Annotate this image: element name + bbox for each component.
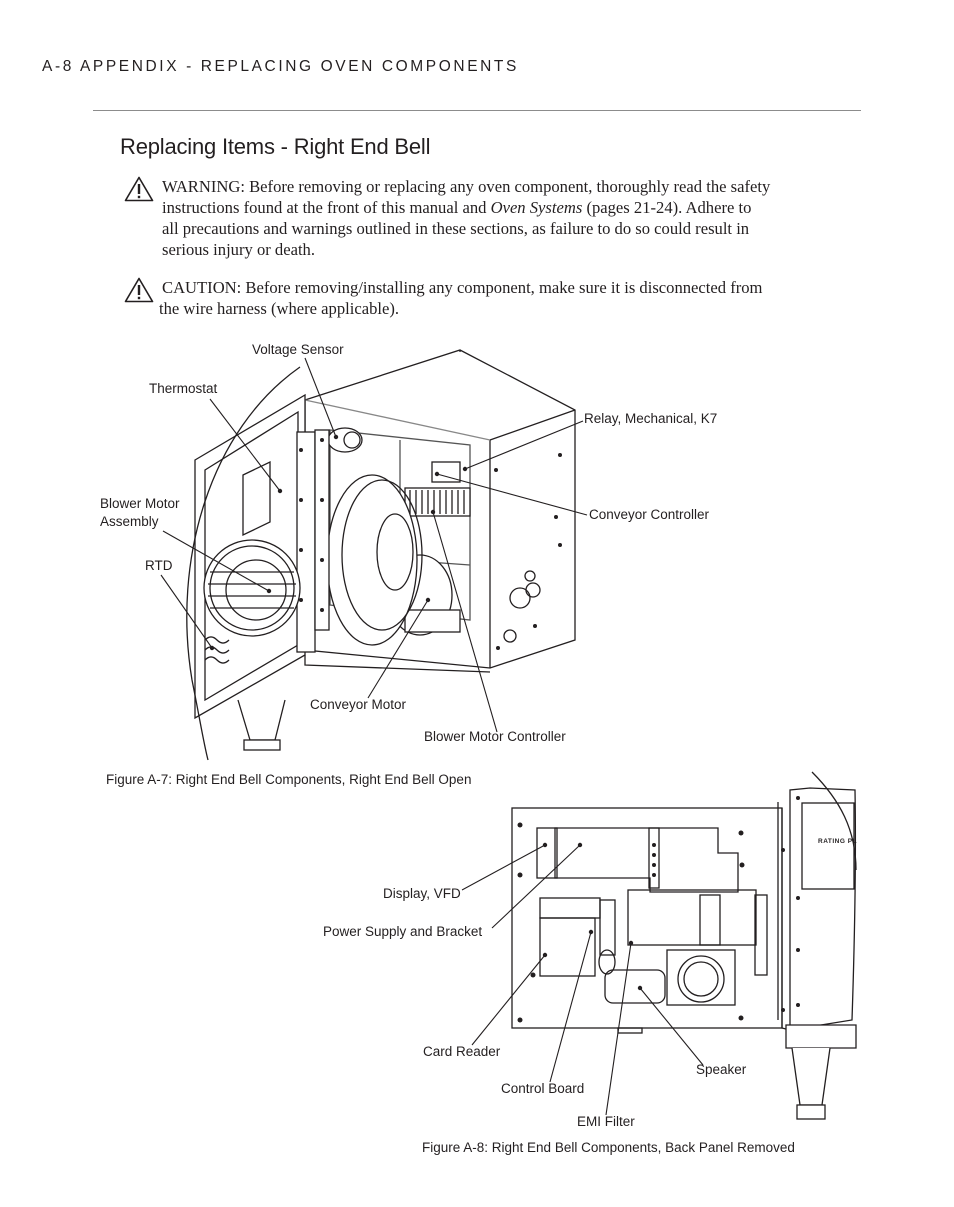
header-rule	[93, 110, 861, 111]
warning-line-2-end: (pages 21-24). Adhere to	[582, 198, 752, 217]
caution-line-1: CAUTION: Before removing/installing any …	[162, 278, 763, 297]
callout-speaker: Speaker	[696, 1062, 747, 1077]
callout-blower-motor-assembly: Blower Motor Assembly	[100, 495, 180, 531]
callout-blower-motor-line-2: Assembly	[100, 514, 159, 529]
callout-conveyor-controller: Conveyor Controller	[589, 507, 710, 522]
section-title: Replacing Items - Right End Bell	[120, 134, 431, 159]
warning-triangle-icon	[124, 277, 154, 303]
callout-thermostat: Thermostat	[149, 381, 218, 396]
callout-blower-motor-line-1: Blower Motor	[100, 496, 180, 511]
callout-control-board: Control Board	[501, 1081, 585, 1096]
warning-line-3: all precautions and warnings outlined in…	[162, 219, 750, 238]
callout-conveyor-motor: Conveyor Motor	[310, 697, 407, 712]
callout-rtd: RTD	[145, 558, 173, 573]
callout-power-supply: Power Supply and Bracket	[323, 924, 483, 939]
callout-relay: Relay, Mechanical, K7	[584, 411, 718, 426]
callout-card-reader: Card Reader	[423, 1044, 501, 1059]
warning-triangle-icon	[124, 176, 154, 202]
figure-a8-caption: Figure A-8: Right End Bell Components, B…	[422, 1140, 795, 1155]
warning-line-2: instructions found at the front of this …	[162, 197, 822, 218]
running-header: A-8 APPENDIX - REPLACING OVEN COMPONENTS	[42, 58, 519, 75]
caution-line-2: the wire harness (where applicable).	[159, 299, 400, 318]
rating-plate-text: RATING PL	[818, 838, 858, 845]
callout-blower-motor-controller: Blower Motor Controller	[424, 729, 566, 744]
callout-emi-filter: EMI Filter	[577, 1114, 635, 1129]
warning-line-4: serious injury or death.	[162, 240, 315, 259]
warning-line-1: WARNING: Before removing or replacing an…	[162, 177, 771, 196]
warning-text: WARNING: Before removing or replacing an…	[162, 176, 822, 260]
callout-display-vfd: Display, VFD	[383, 886, 461, 901]
caution-text: CAUTION: Before removing/installing any …	[159, 277, 862, 319]
manual-reference: Oven Systems	[490, 198, 583, 217]
warning-line-2-start: instructions found at the front of this …	[162, 198, 491, 217]
callout-voltage-sensor: Voltage Sensor	[252, 342, 344, 357]
figure-a7-caption: Figure A-7: Right End Bell Components, R…	[106, 772, 472, 787]
